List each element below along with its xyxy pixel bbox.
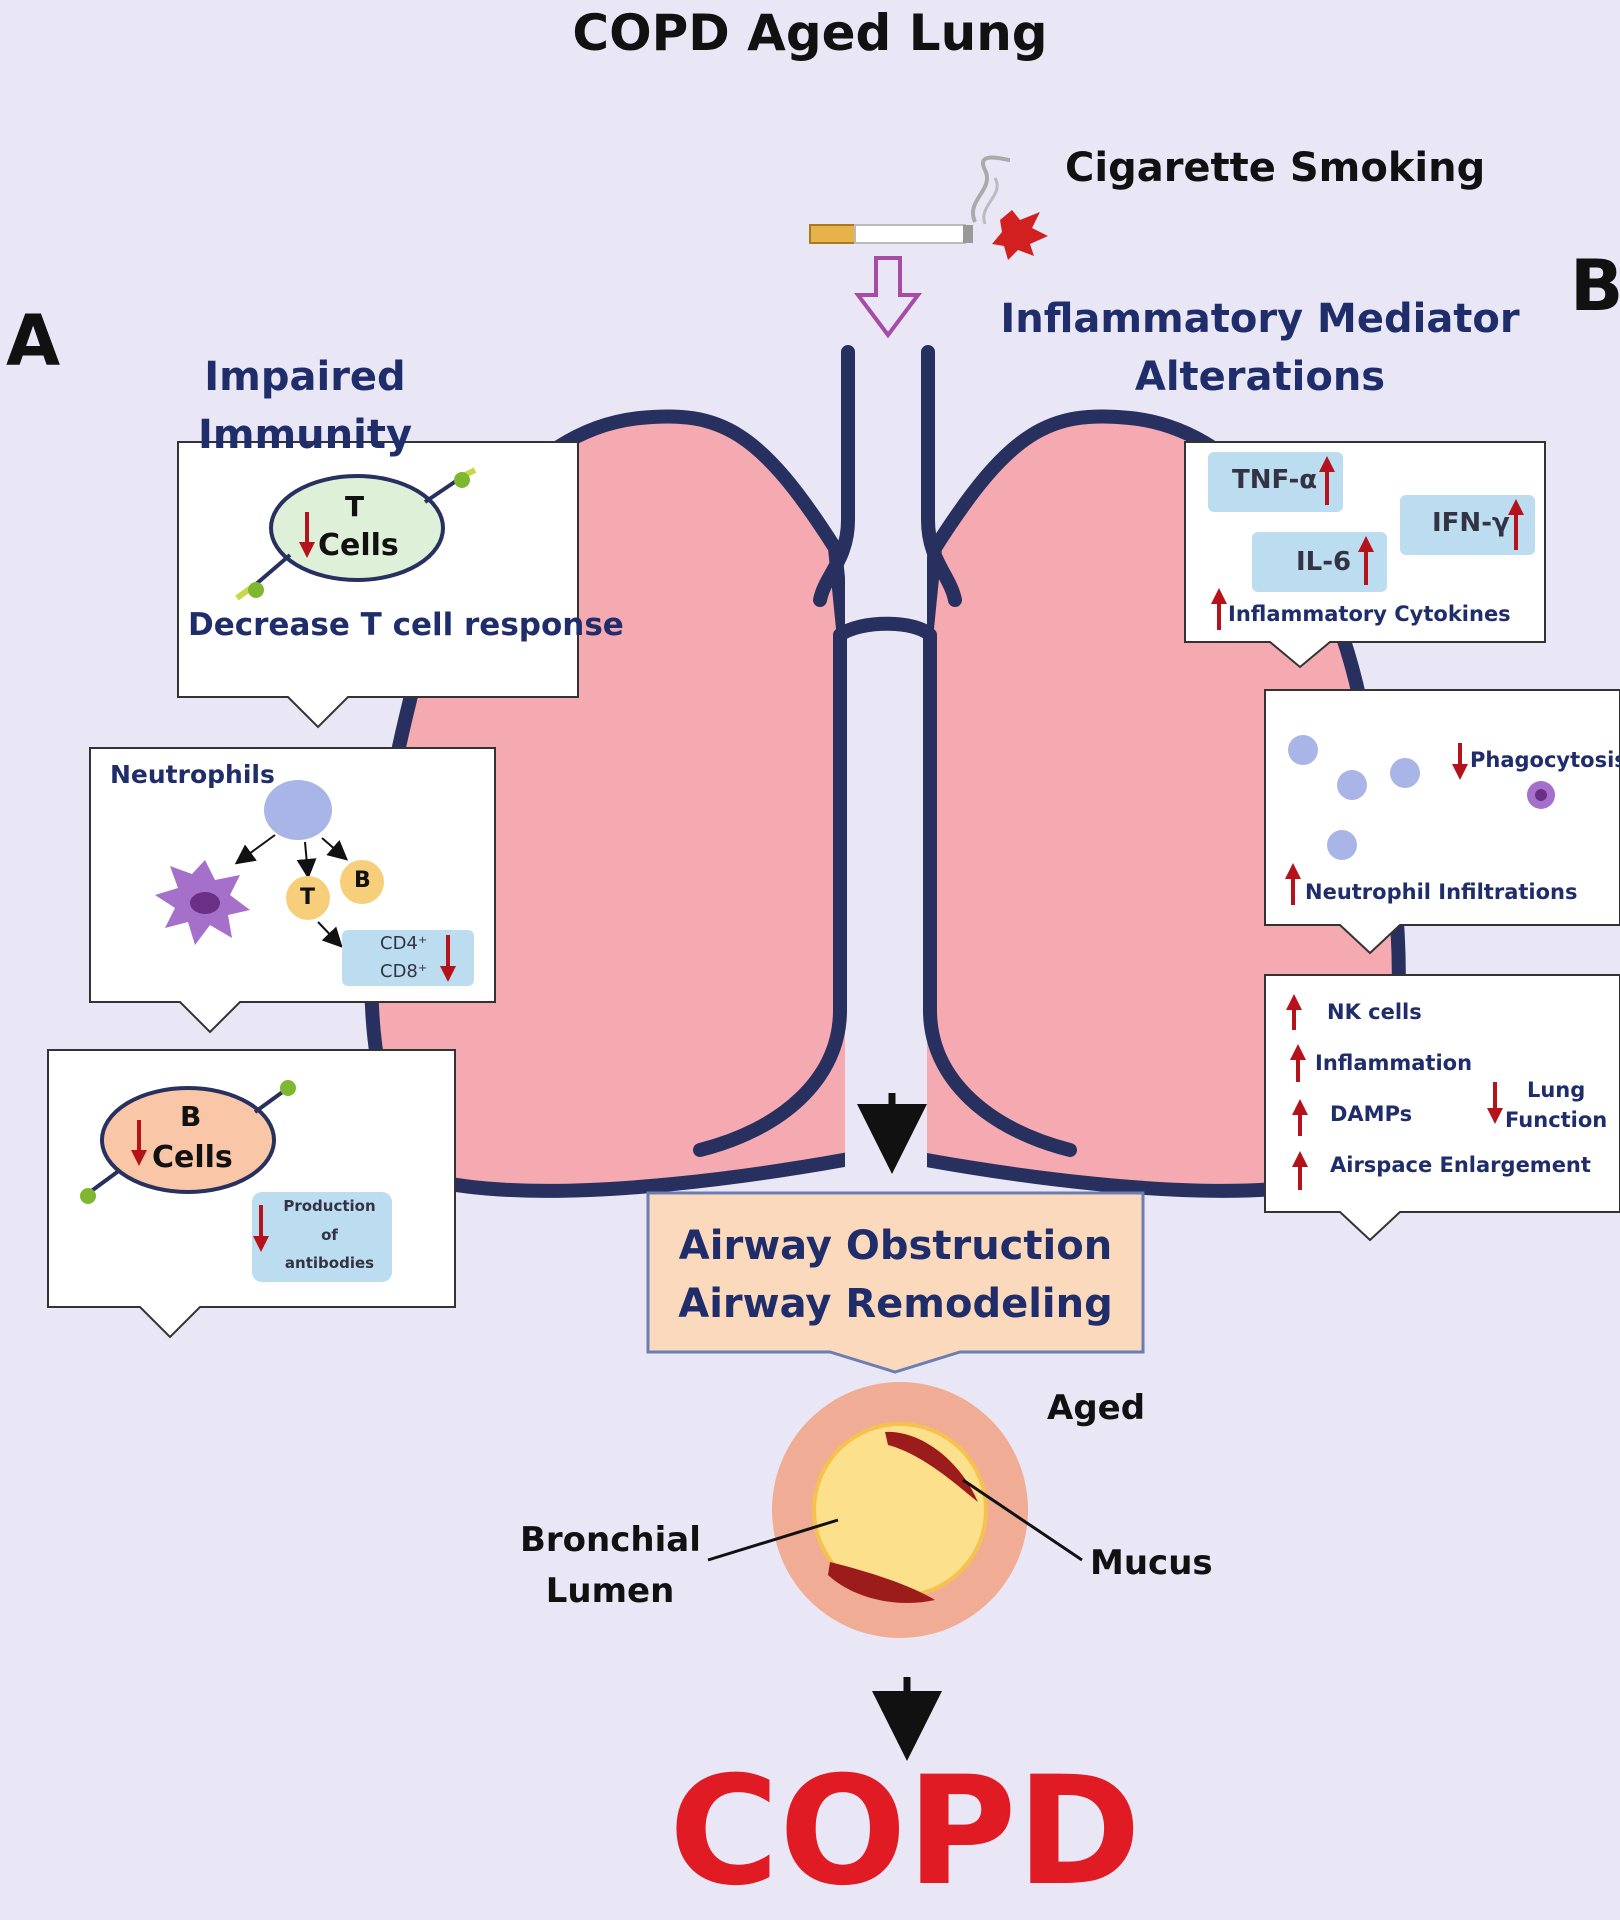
outcome-text: Airway Obstruction Airway Remodeling — [648, 1217, 1143, 1333]
inflammation-label: Inflammation — [1315, 1051, 1473, 1075]
macrophage-icon — [1527, 781, 1555, 809]
il6-label: IL-6 — [1296, 547, 1352, 577]
b-cell-label-bottom: Cells — [152, 1140, 233, 1175]
panel-b-heading-line2: Alterations — [1134, 354, 1386, 400]
outcome-box — [646, 1191, 1145, 1374]
tnf-label: TNF-α — [1232, 465, 1318, 495]
inhalation-arrow-icon — [854, 256, 922, 339]
lumen-line1: Bronchial — [520, 1520, 701, 1560]
trachea-right-wall — [921, 345, 962, 607]
bronchus-cross-section-icon — [772, 1382, 1028, 1638]
increase-arrow-icon — [1211, 588, 1227, 630]
aged-label: Aged — [1047, 1388, 1146, 1428]
b-lymphocyte-icon — [340, 860, 384, 904]
t-cell-icon — [269, 474, 445, 582]
trigger-label: Cigarette Smoking — [1065, 145, 1486, 191]
antibodies-line1: Production — [283, 1197, 376, 1215]
page-title: COPD Aged Lung — [572, 4, 1048, 62]
lumen-pointer — [707, 1518, 839, 1562]
il6-chip — [1252, 532, 1387, 592]
antibodies-chip — [252, 1192, 392, 1282]
ifn-chip — [1400, 495, 1535, 555]
neutrophil-icon — [1390, 758, 1420, 788]
increase-arrow-icon — [1292, 1099, 1308, 1136]
neutrophil-cell-icon — [264, 780, 332, 840]
neutrophil-infiltration-caption: Neutrophil Infiltrations — [1305, 880, 1578, 904]
cd4-label: CD4⁺ — [380, 933, 428, 954]
cd8-label: CD8⁺ — [380, 961, 428, 982]
decrease-arrow-icon — [131, 1120, 147, 1166]
neutrophil-icon — [1337, 770, 1367, 800]
neutrophil-icon — [1288, 735, 1318, 765]
decrease-arrow-icon — [1452, 743, 1468, 780]
b-cells-box — [47, 1049, 456, 1339]
increase-arrow-icon — [1286, 994, 1302, 1030]
t-cell-caption: Decrease T cell response — [188, 607, 624, 643]
bronchus-inner-wall — [693, 616, 1077, 1157]
antibodies-line3: antibodies — [284, 1254, 375, 1272]
cd-chip — [342, 930, 474, 986]
lumen-label: Bronchial Lumen — [520, 1515, 701, 1617]
b-cell-label-top: B — [180, 1100, 202, 1133]
lung-function-line2: Function — [1505, 1108, 1608, 1133]
effects-box — [1264, 974, 1620, 1242]
decrease-arrow-icon — [299, 512, 315, 558]
lumen-line2: Lumen — [545, 1571, 675, 1611]
antibodies-text: Production of antibodies — [272, 1192, 387, 1278]
damps-label: DAMPs — [1330, 1102, 1413, 1126]
ifn-label: IFN-γ — [1432, 508, 1510, 538]
mucus-label: Mucus — [1090, 1543, 1213, 1583]
airspace-label: Airspace Enlargement — [1330, 1153, 1591, 1177]
panel-b-letter: B — [1570, 245, 1620, 327]
lung-function-label: Lung Function — [1505, 1075, 1607, 1136]
antibodies-line2: of — [321, 1225, 338, 1244]
increase-arrow-icon — [1508, 499, 1524, 550]
cytokines-caption: Inflammatory Cytokines — [1228, 602, 1511, 626]
outcome-line1: Airway Obstruction — [678, 1223, 1113, 1269]
panel-b-heading-line1: Inflammatory Mediator — [1000, 296, 1520, 342]
mucus-pointer — [962, 1478, 1083, 1562]
phagocytosis-label: Phagocytosis — [1470, 748, 1620, 772]
neutrophil-icon — [1327, 830, 1357, 860]
cigarette-icon — [809, 155, 1048, 260]
tnf-chip — [1208, 452, 1343, 512]
b-cell-icon — [100, 1086, 276, 1194]
lung-function-line1: Lung — [1526, 1078, 1586, 1102]
panel-a-heading: Impaired Immunity — [197, 354, 413, 458]
t-cell-label-bottom: Cells — [318, 528, 399, 563]
outcome-line2: Airway Remodeling — [678, 1281, 1113, 1327]
b-lymphocyte-label: B — [354, 868, 371, 893]
dendritic-cell-icon — [155, 860, 250, 945]
copd-result: COPD — [668, 1745, 1142, 1919]
decrease-arrow-icon — [253, 1205, 269, 1252]
increase-arrow-icon — [1290, 1044, 1306, 1082]
decrease-arrow-icon — [1487, 1082, 1503, 1124]
panel-a-letter: A — [6, 300, 61, 382]
increase-arrow-icon — [1358, 536, 1374, 585]
t-lymphocyte-icon — [286, 876, 330, 920]
increase-arrow-icon — [1319, 456, 1335, 505]
t-lymphocyte-label: T — [300, 885, 316, 910]
neutrophil-infiltration-box — [1264, 689, 1620, 955]
increase-arrow-icon — [1285, 863, 1301, 905]
trachea-left-wall — [813, 345, 855, 607]
nk-cells-label: NK cells — [1327, 1000, 1422, 1024]
panel-b-heading: Inflammatory Mediator Alterations — [990, 290, 1530, 406]
increase-arrow-icon — [1292, 1151, 1308, 1190]
neutrophils-title: Neutrophils — [110, 760, 275, 789]
t-cell-label-top: T — [345, 490, 365, 523]
